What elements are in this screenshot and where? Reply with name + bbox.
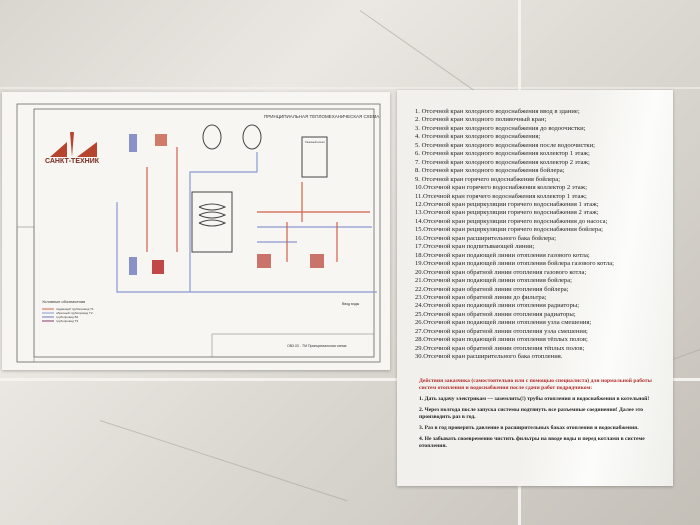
list-item: 3. Отсечной кран холодного водоснабжения… [415,124,586,132]
list-item: 11.Отсечной кран горячего водоснабжения … [415,192,587,200]
marble-vein [99,420,348,502]
tile-grout [0,87,700,89]
list-item: 30.Отсечной кран расширительного бака от… [415,353,563,361]
list-item: 5. Отсечной кран холодного водоснабжения… [415,141,595,149]
list-item: 1. Отсечной кран холодного водоснабжения… [415,108,580,115]
list-item: 18.Отсечной кран подающей линии отоплени… [415,251,590,259]
list-item: 26.Отсечной кран подающей линии отоплени… [415,319,592,327]
list-item: 23.Отсечной кран обратной линии до фильт… [415,293,547,301]
list-item: 22.Отсечной кран обратной линии отоплени… [415,285,569,293]
list-item: 9. Отсечной кран горячего водоснабжения … [415,175,561,183]
schematic-drawing [16,103,381,363]
boiler-label: Газовый котел [305,140,325,144]
list-item: 15.Отсечной кран рециркуляции горячего в… [415,226,603,234]
tile-grout [0,378,700,381]
note-item: 3. Раз в год проверять давление в расшир… [419,425,639,431]
list-item: 24.Отсечной кран подающей линии отоплени… [415,302,580,310]
list-item: 29.Отсечной кран обратной линии отоплени… [415,344,585,352]
list-item: 16.Отсечной кран расширительного бака бо… [415,234,557,242]
notes-heading: Действия заказчика (самостоятельно или с… [419,378,652,391]
list-item: 10.Отсечной кран горячего водоснабжения … [415,184,588,192]
note-item: 1. Дать задачу электрикам — заземлить(!)… [419,396,650,402]
logo-icon [50,132,97,157]
legend-item: подающий трубопровод Т1 [56,307,94,311]
note-item: 4. Не забывать своевременно чистить филь… [419,436,645,449]
stamp-text: ОВ3.03 - ТМ Принципиальная схема [287,344,347,348]
list-item: 7. Отсечной кран холодного водоснабжения… [415,158,590,166]
valve-list: 1. Отсечной кран холодного водоснабжения… [415,108,614,362]
list-item: 28.Отсечной кран подающей линии отоплени… [415,336,588,344]
list-item: 17.Отсечной кран подпитывающей линии; [415,243,535,251]
schematic-title: ПРИНЦИПИАЛЬНАЯ ТЕПЛОМЕХАНИЧЕСКАЯ СХЕМА [264,114,380,119]
logo-text: САНКТ-ТЕХНИК [45,158,100,165]
list-item: 6. Отсечной кран холодного водоснабжения… [415,150,590,158]
list-item: 19.Отсечной кран подающей линии отоплени… [415,260,614,268]
legend-item: трубопровод В1 [56,315,79,319]
legend-title: Условные обозначения [42,299,86,304]
legend-item: обратный трубопровод Т2 [56,311,93,315]
heating-schematic-sheet: ПРИНЦИПИАЛЬНАЯ ТЕПЛОМЕХАНИЧЕСКАЯ СХЕМА С… [2,92,390,370]
list-item: 14.Отсечной кран рециркуляции горячего в… [415,217,608,225]
list-item: 12.Отсечной кран рециркуляции горячего в… [415,200,599,208]
list-item: 2. Отсечной кран холодного поливочный кр… [415,116,547,124]
list-item: 20.Отсечной кран обратной линии отоплени… [415,268,587,276]
list-item: 8. Отсечной кран холодного водоснабжения… [415,167,565,175]
list-item: 27.Отсечной кран обратной линии отоплени… [415,327,588,335]
water-inlet-label: Ввод воды [342,302,360,306]
note-item: 2. Через полгода после запуска системы п… [419,407,644,420]
customer-notes: Действия заказчика (самостоятельно или с… [419,378,664,454]
legend-item: трубопровод Т3 [56,319,79,323]
list-item: 13.Отсечной кран рециркуляции горячего в… [415,209,599,217]
list-item: 21.Отсечной кран подающей линии отоплени… [415,277,572,285]
list-item: 25.Отсечной кран обратной линии отоплени… [415,310,576,318]
valve-list-sheet: 1. Отсечной кран холодного водоснабжения… [397,90,673,486]
list-item: 4. Отсечной кран холодного водоснабжения… [415,133,541,141]
